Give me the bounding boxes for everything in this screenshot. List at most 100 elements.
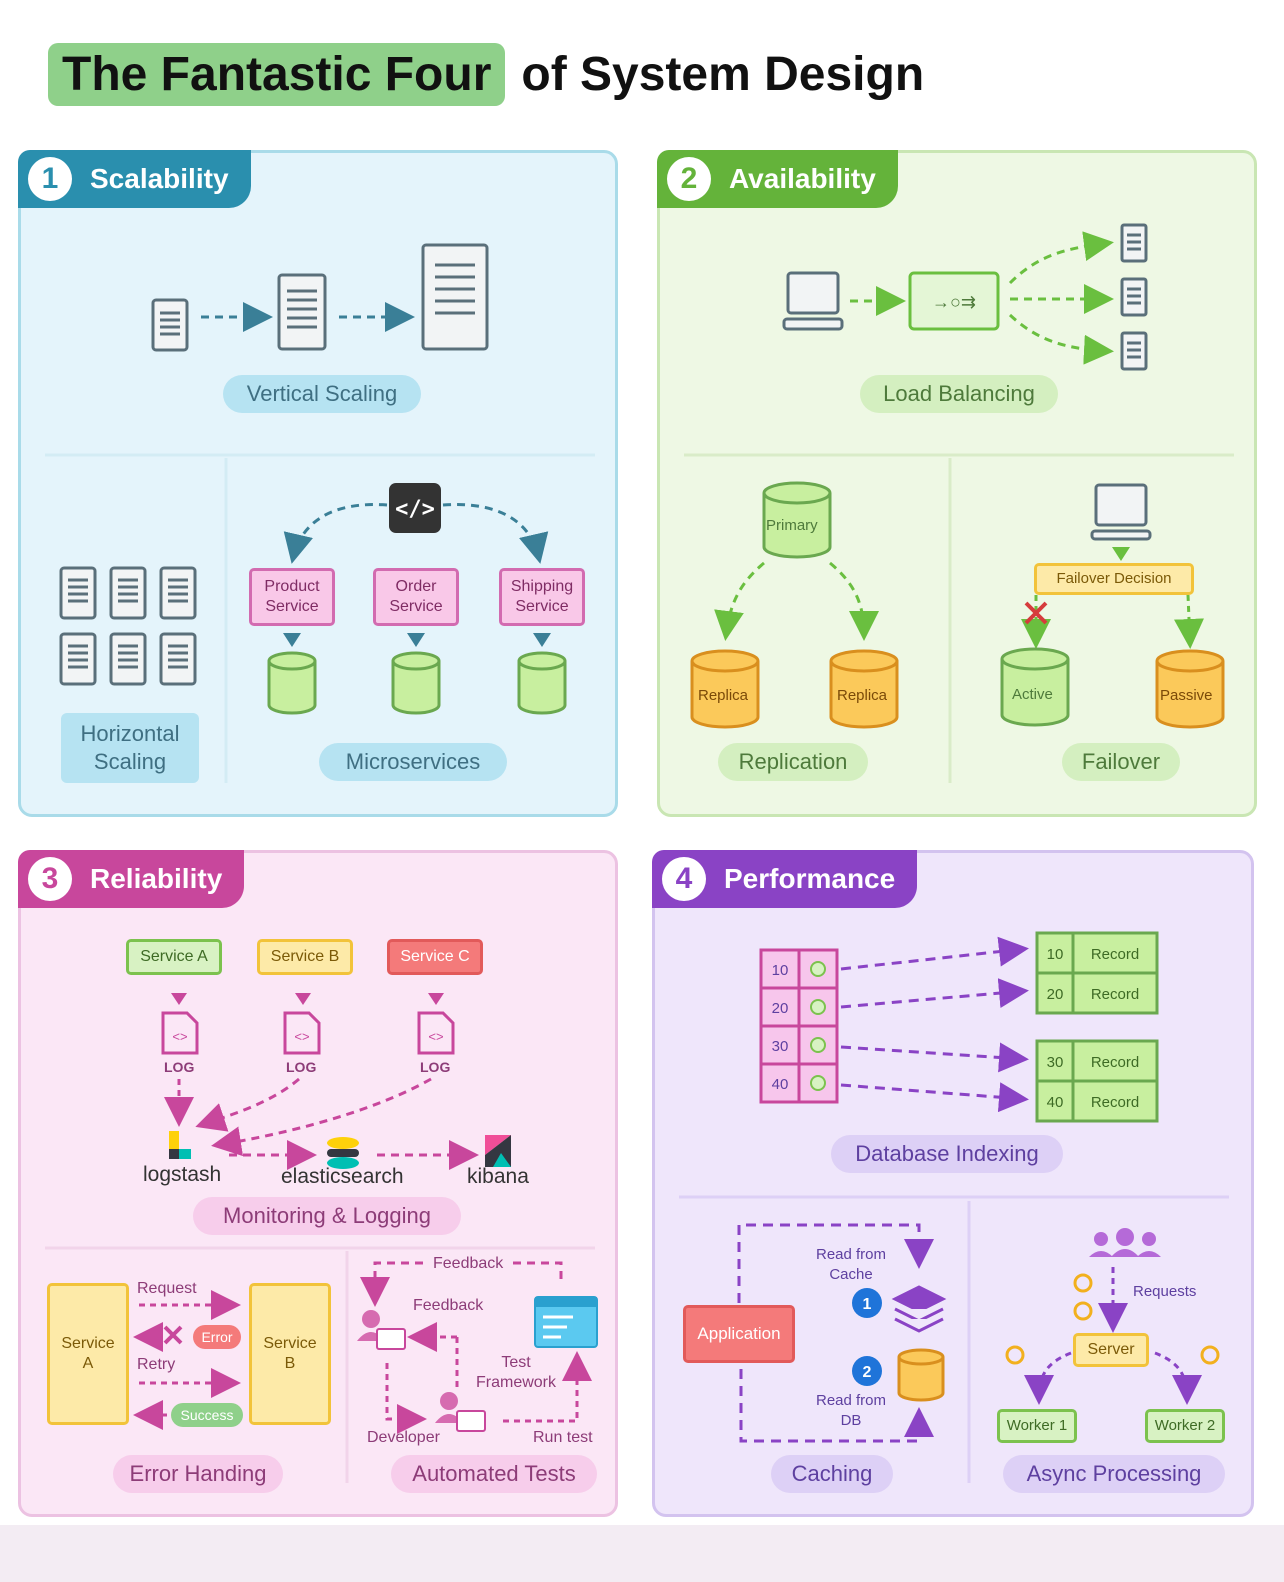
kibana-icon	[485, 1135, 511, 1167]
svg-text:1: 1	[863, 1296, 872, 1313]
async-processing-label: Async Processing	[1003, 1455, 1225, 1493]
primary-database-icon	[762, 481, 832, 559]
logstash-icon	[169, 1131, 191, 1159]
reliability-tab: 3 Reliability	[18, 850, 245, 908]
server-icon	[159, 566, 197, 620]
microservices-label: Microservices	[319, 743, 507, 781]
database-icon	[517, 651, 567, 715]
server-icon	[1120, 223, 1148, 263]
request-token-icon	[1005, 1345, 1025, 1365]
availability-title: Availability	[729, 163, 876, 194]
success-badge: Success	[171, 1403, 243, 1427]
read-from-db-label: Read from DB	[815, 1392, 887, 1429]
vertical-scaling-label: Vertical Scaling	[223, 375, 421, 413]
record-label: Record	[1091, 1054, 1139, 1071]
record-key-label: 20	[1047, 986, 1064, 1003]
feedback-label: Feedback	[429, 1255, 508, 1273]
scalability-tab: 1 Scalability	[18, 150, 251, 208]
svg-text:2: 2	[863, 1364, 872, 1381]
scalability-diagram: </>	[45, 243, 595, 783]
log-file-icon: <>	[283, 1011, 321, 1055]
server-small-icon	[151, 298, 189, 352]
error-cross-icon	[163, 1325, 183, 1345]
service-b-box: Service B	[249, 1283, 331, 1425]
replica-database-icon	[829, 649, 899, 729]
step-1-badge	[852, 1288, 882, 1318]
server-icon	[59, 632, 97, 686]
log-label: LOG	[420, 1059, 451, 1075]
record-key-label: 10	[1047, 946, 1064, 963]
record-value-cell	[1071, 1079, 1159, 1123]
computer-icon	[782, 271, 844, 331]
request-token-icon	[1200, 1345, 1220, 1365]
record-label: Record	[1091, 1094, 1139, 1111]
index-pointer-cell	[797, 948, 839, 990]
kibana-label: kibana	[467, 1165, 529, 1188]
service-b-box: Service B	[257, 939, 353, 975]
reliability-number: 3	[28, 857, 72, 901]
service-a-box: Service A	[126, 939, 222, 975]
index-key-label: 30	[772, 1038, 789, 1055]
performance-title: Performance	[724, 863, 896, 894]
users-icon	[1089, 1228, 1161, 1257]
database-indexing-label: Database Indexing	[831, 1135, 1063, 1173]
passive-label: Passive	[1160, 687, 1213, 704]
server-medium-icon	[277, 273, 327, 351]
bottom-band	[0, 1525, 1284, 1582]
index-key-label: 10	[772, 962, 789, 979]
record-value-cell	[1071, 971, 1159, 1015]
record-label: Record	[1091, 946, 1139, 963]
server-box: Server	[1073, 1333, 1149, 1367]
availability-tab: 2 Availability	[657, 150, 898, 208]
svg-text:→○⇉: →○⇉	[932, 292, 976, 312]
database-icon	[897, 1348, 945, 1402]
load-balancer-icon	[908, 271, 1000, 331]
server-icon	[159, 632, 197, 686]
caching-label: Caching	[771, 1455, 893, 1493]
page-title: The Fantastic Four of System Design	[48, 42, 924, 106]
test-framework-icon	[534, 1296, 598, 1348]
order-service-box: Order Service	[373, 568, 459, 626]
passive-database-icon	[1155, 649, 1225, 729]
server-icon	[109, 632, 147, 686]
pointer-dot-icon	[810, 1037, 826, 1053]
database-icon	[267, 651, 317, 715]
elasticsearch-label: elasticsearch	[281, 1165, 404, 1188]
failed-cross-icon	[1024, 601, 1048, 625]
developer-label: Developer	[367, 1429, 440, 1446]
database-icon	[391, 651, 441, 715]
title-highlight: The Fantastic Four	[48, 42, 506, 106]
record-label: Record	[1091, 986, 1139, 1003]
replica-label: Replica	[698, 687, 749, 704]
error-handling-label: Error Handing	[113, 1455, 283, 1493]
failover-decision-box: Failover Decision	[1034, 563, 1194, 595]
replication-label: Replication	[718, 743, 868, 781]
availability-diagram: →○⇉	[684, 223, 1234, 783]
reliability-diagram: <> <> <>	[45, 993, 598, 1483]
code-icon	[389, 483, 441, 533]
monitoring-logging-label: Monitoring & Logging	[193, 1197, 461, 1235]
request-token-icon	[1073, 1273, 1093, 1293]
request-token-icon	[1073, 1301, 1093, 1321]
title-rest: of System Design	[521, 47, 925, 101]
svg-text:<>: <>	[172, 1029, 187, 1044]
record-key-label: 40	[1047, 1094, 1064, 1111]
pointer-dot-icon	[810, 999, 826, 1015]
run-test-label: Run test	[533, 1429, 593, 1446]
availability-number: 2	[667, 157, 711, 201]
error-badge: Error	[193, 1325, 241, 1349]
reliability-panel: 3 Reliability <> <> <>	[18, 850, 618, 1517]
svg-text:</>: </>	[395, 497, 435, 522]
automated-tests-label: Automated Tests	[391, 1455, 597, 1493]
pointer-dot-icon	[810, 1075, 826, 1091]
logstash-label: logstash	[143, 1163, 222, 1186]
index-key-label: 40	[772, 1076, 789, 1093]
load-balancing-label: Load Balancing	[860, 375, 1058, 413]
log-label: LOG	[164, 1059, 195, 1075]
shipping-service-box: Shipping Service	[499, 568, 585, 626]
record-key-cell	[1035, 931, 1075, 975]
availability-panel: 2 Availability →○⇉	[657, 150, 1257, 817]
